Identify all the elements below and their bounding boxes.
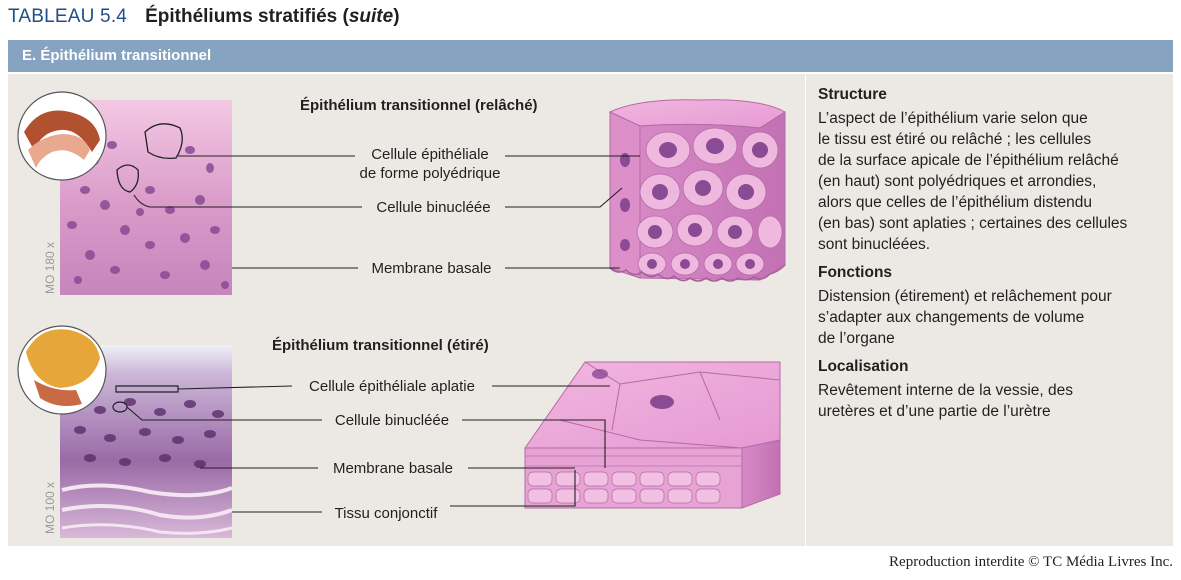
- location-text: Revêtement interne de la vessie, des ure…: [818, 382, 1074, 420]
- leader-lines-relaxed: [133, 155, 640, 269]
- magnification-relaxed: MO 180 x: [43, 241, 57, 294]
- block-diagram-relaxed: [608, 99, 786, 282]
- label-basement-membrane-stretched: Membrane basale: [332, 460, 454, 477]
- block-diagram-stretched: [524, 361, 781, 509]
- label-connective-tissue: Tissu conjonctif: [334, 505, 438, 522]
- table-title: Épithéliums stratifiés (suite): [145, 6, 400, 27]
- micrograph-relaxed: [17, 91, 232, 295]
- leader-lines-stretched: [126, 385, 610, 513]
- structure-text: L’aspect de l’épithélium varie selon que…: [818, 110, 1128, 253]
- label-binucleate-relaxed: Cellule binucléée: [376, 199, 491, 216]
- stretched-title: Épithélium transitionnel (étiré): [272, 337, 489, 354]
- structure-heading: Structure: [818, 86, 887, 103]
- info-column: Structure L’aspect de l’épithélium varie…: [818, 80, 1168, 429]
- label-binucleate-stretched: Cellule binucléée: [334, 412, 450, 429]
- relaxed-title: Épithélium transitionnel (relâché): [300, 97, 538, 114]
- micrograph-stretched: [17, 325, 233, 538]
- table-header: TABLEAU 5.4 Épithéliums stratifiés (suit…: [8, 6, 400, 32]
- section-band: E. Épithélium transitionnel: [8, 40, 1173, 72]
- column-divider: [805, 74, 806, 546]
- section-title: E. Épithélium transitionnel: [22, 47, 212, 64]
- location-heading: Localisation: [818, 358, 909, 375]
- magnification-stretched: MO 100 x: [43, 481, 57, 534]
- label-flat-cell: Cellule épithéliale aplatie: [309, 378, 475, 395]
- functions-text: Distension (étirement) et relâchement po…: [818, 288, 1112, 347]
- label-polyhedral-cell: Cellule épithéliale de forme polyédrique: [359, 146, 501, 182]
- functions-heading: Fonctions: [818, 264, 893, 281]
- copyright-footer: Reproduction interdite © TC Média Livres…: [889, 554, 1173, 570]
- table-number: TABLEAU 5.4: [8, 6, 128, 27]
- label-basement-membrane-relaxed: Membrane basale: [371, 260, 492, 277]
